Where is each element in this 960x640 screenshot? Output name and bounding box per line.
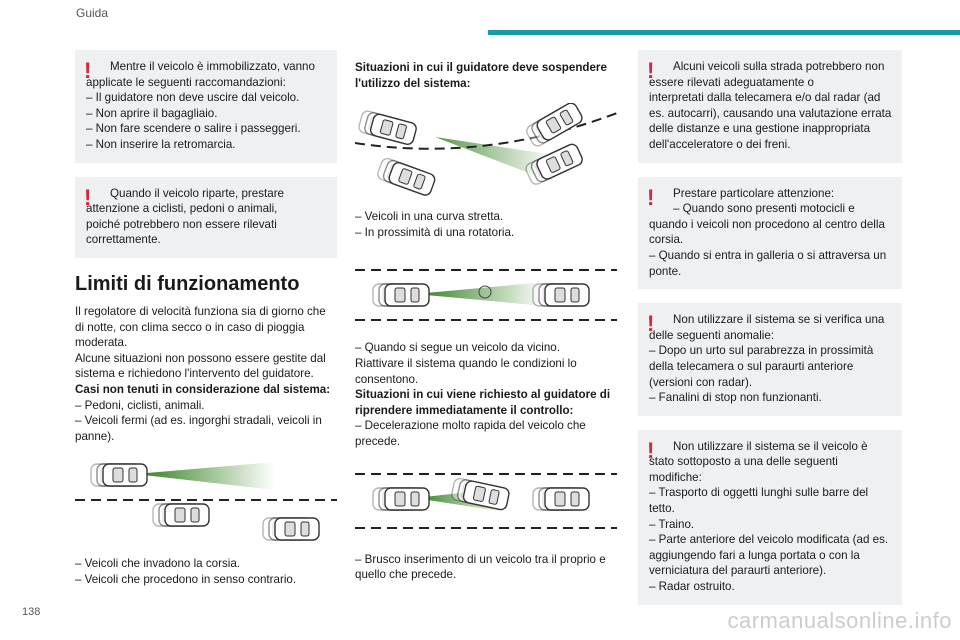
follow-close-illustration (355, 269, 617, 322)
list-item: – Quando sono presenti motocicli e (673, 202, 855, 216)
bold-heading: Situazioni in cui il guidatore deve sosp… (355, 61, 607, 90)
list-item: – Parte anteriore del veicolo modificata… (649, 533, 889, 578)
warning-box: ! Mentre il veicolo è immobilizzato, van… (75, 50, 337, 163)
warning-box: ! Alcuni veicoli sulla strada potrebbero… (638, 50, 902, 163)
list-item: – Dopo un urto sul parabrezza in prossim… (649, 344, 874, 389)
warning-icon: ! (647, 311, 655, 337)
bold-heading: Casi non tenuti in considerazione dal si… (75, 382, 331, 396)
list-item: – Decelerazione molto rapida del veicolo… (355, 419, 586, 448)
list-item: – Brusco inserimento di un veicolo tra i… (355, 552, 606, 582)
tight-curve-illustration (355, 103, 617, 199)
warning-text: interpretati dalla telecamera e/o dal ra… (649, 91, 892, 151)
section-heading: Limiti di funzionamento (75, 272, 300, 295)
list-item: – Radar ostruito. (649, 580, 735, 594)
list-item: – Non inserire la retromarcia. (86, 137, 236, 151)
column-1: ! Mentre il veicolo è immobilizzato, van… (75, 50, 337, 587)
warning-icon: ! (647, 58, 655, 83)
warning-text: Alcuni veicoli sulla strada potrebbero n… (649, 60, 885, 89)
list-item: – Quando si segue un veicolo da vicino. (355, 341, 560, 355)
warning-icon: ! (647, 437, 655, 463)
paragraph: Riattivare il sistema quando le condizio… (355, 356, 577, 386)
bold-heading: Situazioni in cui viene richiesto al gui… (355, 388, 611, 417)
list-item: – Trasporto di oggetti lunghi sulle barr… (649, 486, 869, 516)
list-item: – Il guidatore non deve uscire dal veico… (86, 91, 300, 105)
warning-text: quando i veicoli non procedono al centro… (649, 217, 885, 247)
list-item: – Veicoli fermi (ad es. ingorghi stradal… (75, 414, 322, 443)
warning-box: ! Quando il veicolo riparte, prestare at… (75, 176, 337, 258)
warning-icon: ! (647, 184, 655, 210)
list-item: – Non fare scendere o salire i passegger… (86, 122, 301, 136)
column-2: Situazioni in cui il guidatore deve sosp… (355, 50, 617, 583)
warning-text: Non utilizzare il sistema se il veicolo … (649, 439, 868, 469)
warning-box: ! Non utilizzare il sistema se il veicol… (638, 429, 902, 605)
list-item: – Fanalini di stop non funzionanti. (649, 391, 822, 405)
watermark: carmanualsonline.info (727, 608, 952, 633)
warning-text: Quando il veicolo riparte, prestare atte… (86, 186, 284, 216)
paragraph: Alcune situazioni non possono essere ges… (75, 351, 326, 381)
list-item: – In prossimità di una rotatoria. (355, 225, 515, 239)
warning-icon: ! (84, 58, 92, 83)
list-item: – Pedoni, ciclisti, animali. (75, 398, 205, 412)
list-item: – Veicoli in una curva stretta. (355, 210, 504, 224)
list-item: – Traino. (649, 517, 695, 531)
lane-invasion-illustration (75, 462, 337, 546)
section-title: Guida (76, 6, 109, 20)
column-3: ! Alcuni veicoli sulla strada potrebbero… (638, 50, 902, 619)
list-item: – Veicoli che procedono in senso contrar… (75, 572, 297, 586)
list-item: – Non aprire il bagagliaio. (86, 106, 218, 120)
warning-text: Non utilizzare il sistema se si verifica… (649, 313, 885, 342)
warning-icon: ! (84, 184, 92, 210)
page-number: 138 (22, 606, 41, 618)
warning-text: poiché potrebbero non essere rilevati co… (86, 217, 277, 247)
header-accent-bar (488, 30, 960, 35)
cut-in-illustration (355, 472, 617, 529)
warning-text: modifiche: (649, 470, 702, 484)
warning-text: Mentre il veicolo è immobilizzato, vanno… (86, 60, 315, 89)
paragraph: Il regolatore di velocità funziona sia d… (75, 304, 326, 350)
warning-box: ! Non utilizzare il sistema se si verifi… (638, 303, 902, 416)
list-item: – Veicoli che invadono la corsia. (75, 557, 240, 571)
warning-text: Prestare particolare attenzione: (673, 186, 835, 200)
warning-box: ! Prestare particolare attenzione: – Qua… (638, 176, 902, 290)
list-item: – Quando si entra in galleria o si attra… (649, 248, 887, 278)
